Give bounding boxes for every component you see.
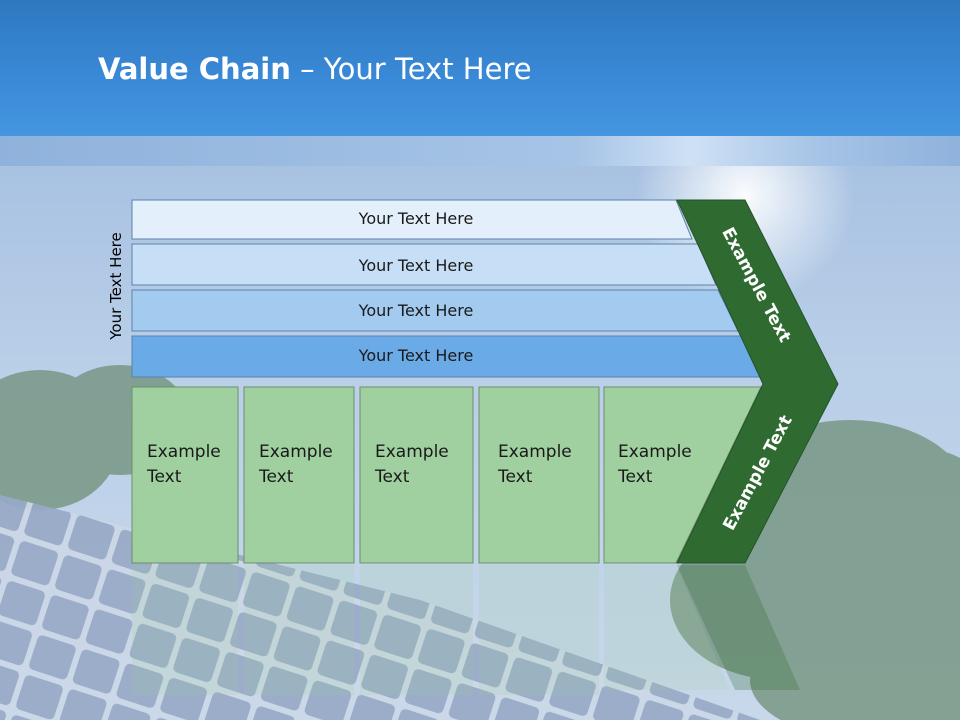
page-title: Value Chain – Your Text Here (98, 52, 532, 86)
band-3-label: Your Text Here (358, 301, 474, 320)
box-4-line2: Text (498, 467, 533, 487)
box-1-shape (131, 386, 239, 564)
title-rest: – Your Text Here (290, 52, 532, 86)
band-1-shape (131, 199, 693, 240)
box-3-shape (359, 386, 474, 564)
arrow-reflection (677, 565, 800, 690)
band-4-label: Your Text Here (358, 346, 474, 365)
title-bold: Value Chain (98, 52, 291, 86)
box-2-shape (243, 386, 355, 564)
box-5-line2: Text (618, 467, 653, 487)
box-3-line2: Text (375, 467, 410, 487)
box-2-line1: Example (259, 442, 333, 462)
arrow-shape (676, 199, 839, 564)
reflection (132, 565, 730, 695)
box-2-line2: Text (259, 467, 294, 487)
header-bar (0, 0, 960, 136)
box-3-line1: Example (375, 442, 449, 462)
box-5-shape (603, 386, 762, 564)
box-1-line2: Text (147, 467, 182, 487)
box-4-line1: Example (498, 442, 572, 462)
band-1-label: Your Text Here (358, 209, 474, 228)
box-1-line1: Example (147, 442, 221, 462)
box-5-line1: Example (618, 442, 692, 462)
band-2-shape (131, 243, 717, 286)
box-4-shape (478, 386, 600, 564)
header-band (0, 136, 960, 166)
band-2-label: Your Text Here (358, 256, 474, 275)
